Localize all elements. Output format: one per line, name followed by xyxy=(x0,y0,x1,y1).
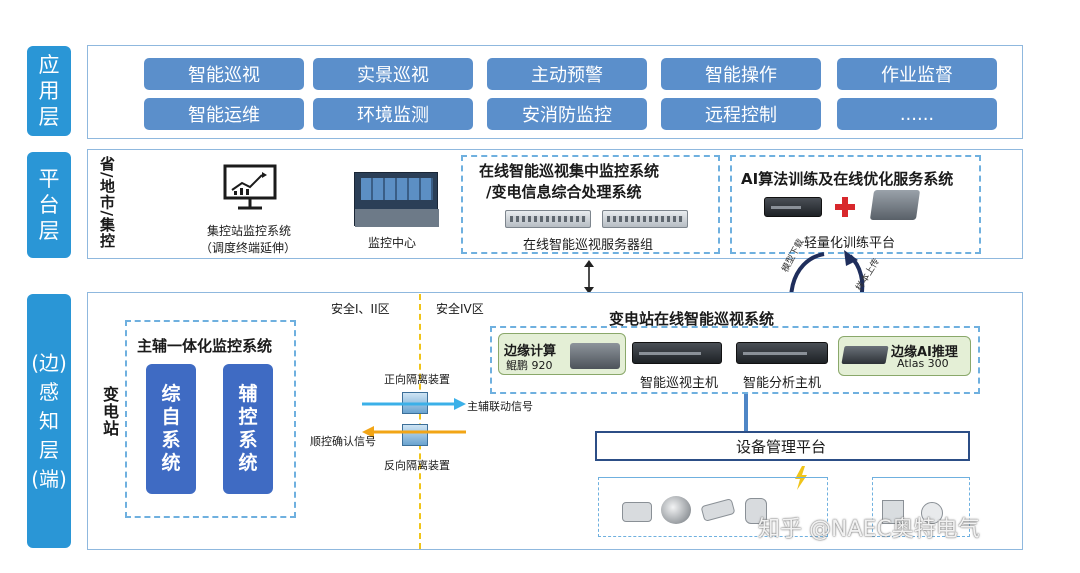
central-system-subtitle: /变电信息综合处理系统 xyxy=(486,183,642,201)
app-item-smart-maintenance: 智能运维 xyxy=(144,98,304,130)
substation-side-label: 变电站 xyxy=(100,386,119,437)
device-management-platform xyxy=(595,431,970,461)
app-item-smart-patrol: 智能巡视 xyxy=(144,58,304,90)
forward-isolation-label: 正向隔离装置 xyxy=(384,373,450,386)
centralized-monitoring-system-note: （调度终端延伸） xyxy=(200,241,297,255)
edge-board-icon xyxy=(570,343,620,369)
monitoring-center-label: 监控中心 xyxy=(368,236,417,250)
ai-accelerator-icon xyxy=(841,346,889,364)
security-zone-4-label: 安全IV区 xyxy=(436,302,484,316)
rack-server-icon xyxy=(764,197,822,217)
reverse-isolation-label: 反向隔离装置 xyxy=(384,459,450,472)
server-group-label: 在线智能巡视服务器组 xyxy=(523,238,654,253)
host-link-line xyxy=(744,394,748,431)
layer-label-application: 应用层 xyxy=(27,46,71,136)
camera-icon xyxy=(622,502,652,522)
reverse-isolation-device-icon xyxy=(402,424,428,446)
analysis-host-server-icon xyxy=(736,342,828,364)
linkage-signal-arrow xyxy=(362,396,466,415)
integrated-automation-system: 综自系统 xyxy=(146,364,196,494)
bidirectional-arrow-icon xyxy=(582,260,596,298)
security-zone-1-2-label: 安全I、II区 xyxy=(331,302,390,316)
layer-label-platform: 平台层 xyxy=(27,152,71,258)
server-icon xyxy=(602,210,688,228)
wireless-lightning-icon xyxy=(794,466,808,494)
confirm-signal-arrow xyxy=(362,424,466,443)
dome-camera-icon xyxy=(661,496,691,524)
substation-patrol-system-title: 变电站在线智能巡视系统 xyxy=(609,310,775,328)
ptz-camera-icon xyxy=(745,498,767,524)
atlas-label: Atlas 300 xyxy=(897,357,949,370)
server-icon xyxy=(505,210,591,228)
security-zone-divider xyxy=(419,294,421,549)
sensor-icon xyxy=(882,500,904,524)
plus-icon xyxy=(834,196,856,222)
app-item-remote-control: 远程控制 xyxy=(661,98,821,130)
edge-ai-label: 边缘AI推理 xyxy=(891,345,958,360)
app-item-more: ...... xyxy=(837,98,997,130)
patrol-host-label: 智能巡视主机 xyxy=(640,376,719,391)
centralized-monitoring-system-label: 集控站监控系统 xyxy=(207,224,292,238)
auxiliary-control-system: 辅控系统 xyxy=(223,364,273,494)
substation-patrol-system-box xyxy=(490,326,980,394)
ai-training-system-box xyxy=(730,155,981,254)
ai-training-system-title: AI算法训练及在线优化服务系统 xyxy=(741,170,954,188)
central-system-title: 在线智能巡视集中监控系统 xyxy=(479,162,660,180)
light-training-platform-label: 轻量化训练平台 xyxy=(804,236,896,251)
watermark: 知乎 @NAEC奥特电气 xyxy=(758,517,980,542)
sensor-group-bracket xyxy=(872,477,970,537)
app-item-environment-monitoring: 环境监测 xyxy=(313,98,473,130)
edge-computing-label: 边缘计算 xyxy=(504,344,557,359)
patrol-host-server-icon xyxy=(632,342,722,364)
monitoring-center-photo xyxy=(354,172,439,227)
detector-icon xyxy=(921,502,943,524)
app-item-active-warning: 主动预警 xyxy=(487,58,647,90)
kunpeng-label: 鲲鹏 920 xyxy=(506,359,553,372)
integrated-monitoring-system-title: 主辅一体化监控系统 xyxy=(137,337,273,355)
accelerator-card-icon xyxy=(869,190,921,220)
app-item-fire-security: 安消防监控 xyxy=(487,98,647,130)
layer-label-sensing: (边)感知层(端) xyxy=(27,294,71,548)
linkage-signal-label: 主辅联动信号 xyxy=(467,400,533,413)
platform-side-label: 省/地市/集控 xyxy=(98,156,116,249)
integrated-monitoring-system-box xyxy=(125,320,296,518)
app-item-smart-operation: 智能操作 xyxy=(661,58,821,90)
monitor-display-icon xyxy=(222,163,278,217)
central-monitoring-system-box xyxy=(461,155,720,254)
analysis-host-label: 智能分析主机 xyxy=(743,376,822,391)
confirm-signal-label: 顺控确认信号 xyxy=(310,435,376,448)
camera-group-bracket xyxy=(598,477,828,537)
device-management-platform-label: 设备管理平台 xyxy=(736,438,827,456)
app-item-work-supervision: 作业监督 xyxy=(837,58,997,90)
app-item-live-patrol: 实景巡视 xyxy=(313,58,473,90)
